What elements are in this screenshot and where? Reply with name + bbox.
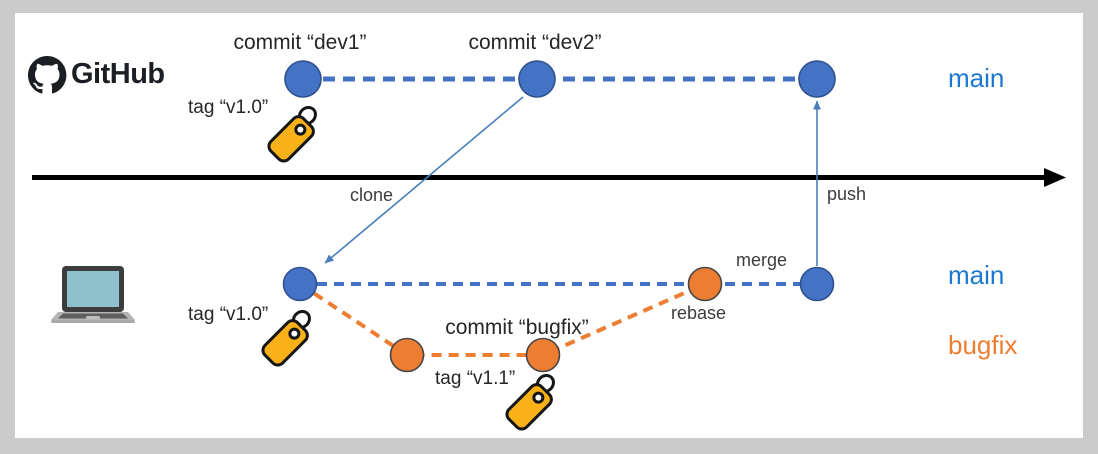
commit-node-remote-pushed	[798, 60, 836, 98]
push-label: push	[827, 184, 867, 204]
commit-node-local-merge	[799, 266, 835, 302]
commit-node-dev2	[518, 60, 556, 98]
tag-v10-local-label: tag “v1.0”	[188, 304, 269, 325]
commit-node-bugfix-1	[389, 337, 425, 373]
local-main-branch-label: main	[948, 260, 1005, 290]
tag-icon-v10-local	[258, 306, 322, 370]
remote-local-divider-arrow	[32, 168, 1066, 187]
merge-label: merge	[736, 250, 788, 270]
commit-bugfix-label: commit “bugfix”	[445, 316, 589, 339]
tag-icon-v10-remote	[264, 102, 328, 166]
local-bugfix-branch-line	[298, 282, 706, 357]
rebase-label: rebase	[671, 303, 727, 323]
commit-node-local-clone	[282, 266, 318, 302]
github-octocat-icon	[28, 56, 67, 94]
laptop-icon	[51, 266, 135, 323]
local-bugfix-branch-label: bugfix	[948, 330, 1018, 360]
tag-v11-local-label: tag “v1.1”	[435, 368, 516, 389]
clone-label: clone	[350, 185, 394, 205]
remote-main-branch-label: main	[948, 63, 1005, 93]
clone-arrow	[324, 96, 524, 264]
commit-node-rebase	[687, 266, 723, 302]
github-logo-text: GitHub	[71, 58, 165, 90]
commit-node-dev1	[284, 60, 322, 98]
tag-v10-remote-label: tag “v1.0”	[188, 97, 269, 118]
commit-node-bugfix-2	[525, 337, 561, 373]
commit-dev2-label: commit “dev2”	[468, 31, 602, 54]
commit-dev1-label: commit “dev1”	[233, 31, 367, 54]
